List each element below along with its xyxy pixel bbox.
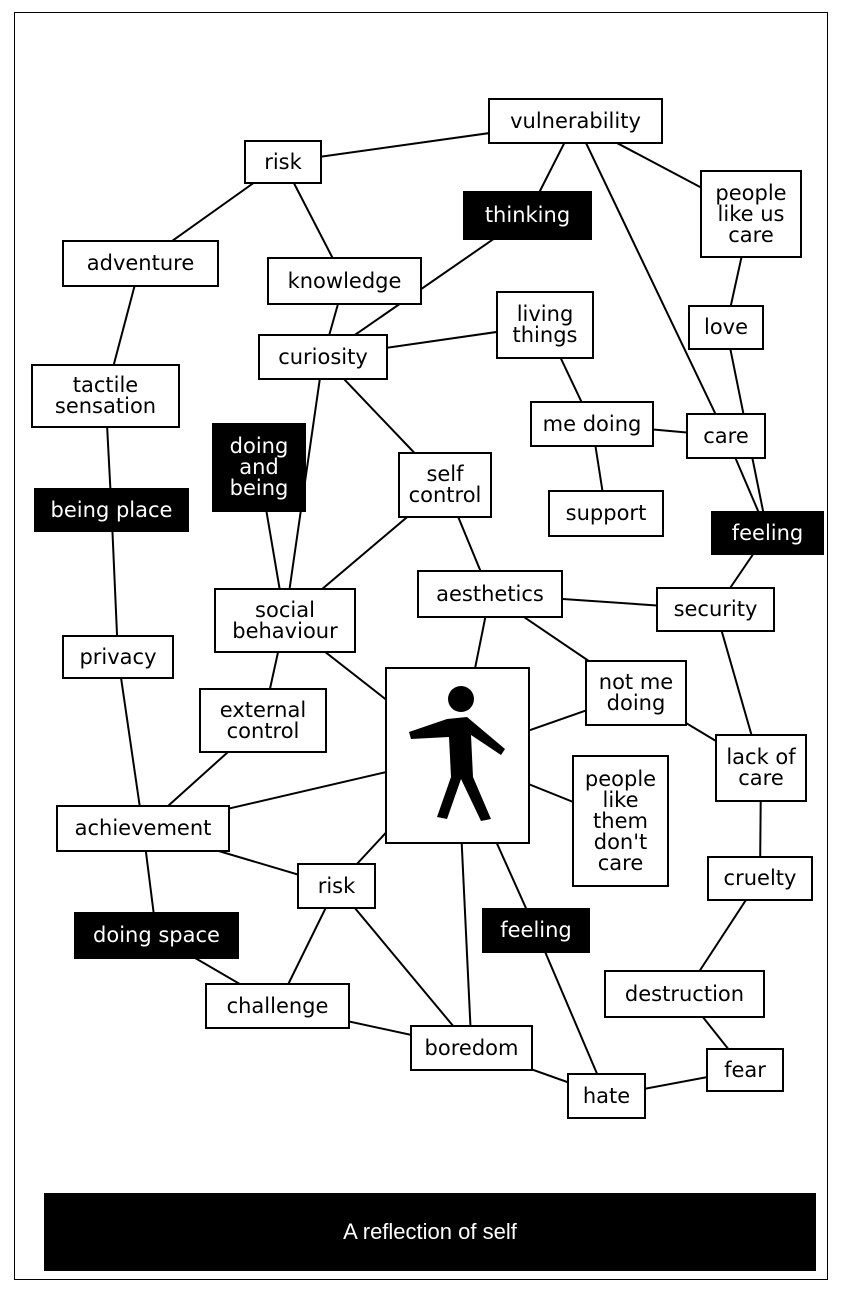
node-aesthetics: aesthetics [417, 570, 563, 618]
node-care: care [686, 413, 766, 459]
node-curiosity: curiosity [258, 334, 388, 380]
edge-being-place-to-privacy [110, 509, 119, 658]
node-boredom: boredom [410, 1025, 533, 1071]
node-cruelty: cruelty [707, 856, 813, 901]
node-fear: fear [706, 1048, 784, 1092]
node-self-control: self control [398, 452, 492, 518]
node-support: support [548, 490, 664, 537]
node-self-figure [385, 667, 530, 844]
node-security: security [656, 587, 775, 632]
node-living-things: living things [496, 291, 594, 359]
node-destruction: destruction [604, 970, 765, 1018]
node-tactile-sensation: tactile sensation [31, 364, 180, 428]
node-lack-of-care: lack of care [715, 734, 807, 802]
node-privacy: privacy [62, 635, 174, 679]
node-feeling-top: feeling [711, 511, 824, 555]
node-social-behaviour: social behaviour [214, 588, 356, 653]
node-doing-space: doing space [74, 912, 239, 959]
edge-privacy-to-achievement [117, 656, 144, 829]
node-people-like-us-care: people like us care [700, 170, 802, 258]
node-being-place: being place [34, 488, 189, 532]
person-icon [409, 686, 505, 821]
node-me-doing: me doing [530, 401, 654, 447]
node-doing-and-being: doing and being [212, 423, 306, 512]
edge-feeling-bottom-to-hate [535, 930, 608, 1097]
node-challenge: challenge [205, 983, 350, 1029]
node-people-like-them-dont-care: people like them don't care [572, 755, 669, 887]
node-risk-top: risk [244, 140, 322, 184]
caption-bar: A reflection of self [44, 1193, 816, 1271]
edge-vulnerability-to-care [574, 120, 727, 437]
node-external-control: external control [199, 688, 327, 753]
node-knowledge: knowledge [267, 257, 422, 305]
node-risk-bottom: risk [297, 863, 376, 909]
node-vulnerability: vulnerability [488, 98, 663, 144]
node-hate: hate [567, 1073, 646, 1119]
node-achievement: achievement [56, 805, 230, 852]
edge-risk-bottom-to-boredom [335, 885, 473, 1049]
node-not-me-doing: not me doing [585, 660, 687, 726]
caption-title: A reflection of self [343, 1219, 517, 1244]
node-adventure: adventure [62, 240, 219, 287]
node-love: love [688, 305, 764, 350]
node-feeling-bottom: feeling [482, 908, 590, 953]
node-thinking: thinking [463, 191, 592, 240]
